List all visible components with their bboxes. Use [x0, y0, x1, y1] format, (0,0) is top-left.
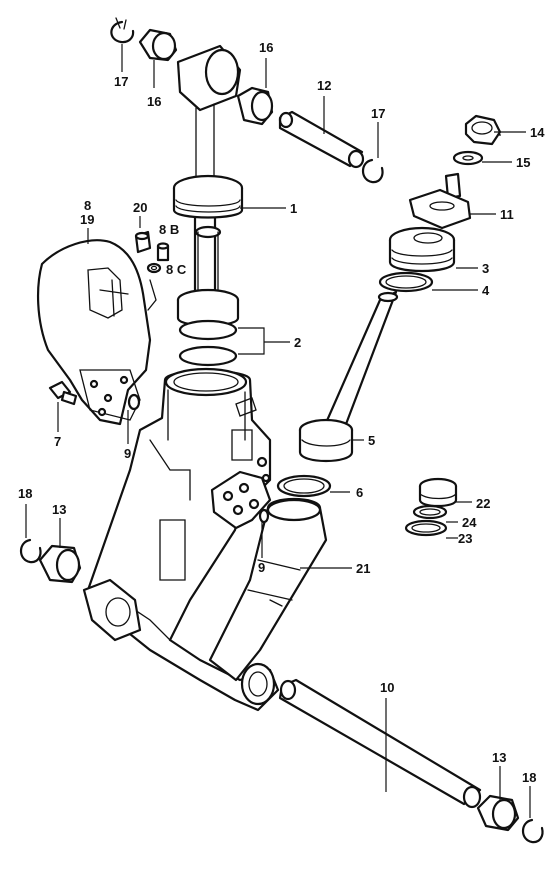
label-2: 2 [294, 335, 301, 350]
label-20: 20 [133, 200, 147, 215]
bushing-13-right [476, 794, 520, 832]
label-17-right: 17 [371, 106, 385, 121]
label-16-left: 16 [147, 94, 161, 109]
label-21: 21 [356, 561, 370, 576]
bushing-16-right [236, 86, 274, 126]
label-22: 22 [476, 496, 490, 511]
label-8c: 8 C [166, 262, 187, 277]
pin-12 [278, 110, 365, 169]
oring-6 [276, 474, 332, 498]
tilt-pin-10 [278, 678, 482, 809]
label-3: 3 [482, 261, 489, 276]
oring-9-right [258, 508, 270, 524]
spring-24 [412, 504, 448, 520]
label-4: 4 [482, 283, 490, 298]
label-14: 14 [530, 125, 545, 140]
label-10: 10 [380, 680, 394, 695]
plug-20 [134, 230, 152, 254]
nut-14 [464, 114, 502, 146]
oring-9-left [127, 393, 141, 411]
label-15: 15 [516, 155, 530, 170]
label-23: 23 [458, 531, 472, 546]
label-7: 7 [54, 434, 61, 449]
piston-2 [176, 288, 240, 367]
label-6: 6 [356, 485, 363, 500]
oring-23 [404, 519, 448, 537]
tilt-tube-21 [208, 498, 328, 682]
snap-ring-17-right [361, 158, 384, 184]
plug-11 [408, 172, 472, 230]
label-9-right: 9 [258, 560, 265, 575]
label-18-right: 18 [522, 770, 536, 785]
washer-15 [452, 150, 484, 166]
valve-22 [418, 477, 458, 508]
label-19: 19 [80, 212, 94, 227]
lower-cross-bore [82, 578, 276, 706]
snap-ring-18-right [521, 818, 544, 844]
label-24: 24 [462, 515, 477, 530]
snap-ring-17-top [110, 17, 135, 44]
label-8b: 8 B [159, 222, 179, 237]
piston-rod-eye [176, 44, 242, 181]
bushing-16-left [138, 28, 178, 62]
snap-ring-18-left [19, 538, 42, 564]
part-labels: 17 16 16 12 17 14 15 1 11 8 19 20 8 B 8 … [18, 40, 545, 785]
label-17-top: 17 [114, 74, 128, 89]
leader-lines [25, 44, 531, 818]
washer-8c [146, 262, 162, 274]
label-11: 11 [500, 207, 514, 222]
label-1: 1 [290, 201, 297, 216]
screw-8b [156, 242, 170, 262]
gland-3 [388, 226, 456, 273]
oring-4 [378, 271, 434, 293]
label-18-left: 18 [18, 486, 32, 501]
mounting-flange [210, 456, 272, 530]
label-16-right: 16 [259, 40, 273, 55]
bolt-7 [48, 380, 78, 406]
bushing-13-left [38, 544, 82, 584]
label-8-top: 8 [84, 198, 91, 213]
label-12: 12 [317, 78, 331, 93]
piston-rod [172, 174, 244, 302]
piston-5 [298, 290, 399, 462]
label-5: 5 [368, 433, 375, 448]
label-9-left: 9 [124, 446, 131, 461]
label-13-left: 13 [52, 502, 66, 517]
label-13-right: 13 [492, 750, 506, 765]
